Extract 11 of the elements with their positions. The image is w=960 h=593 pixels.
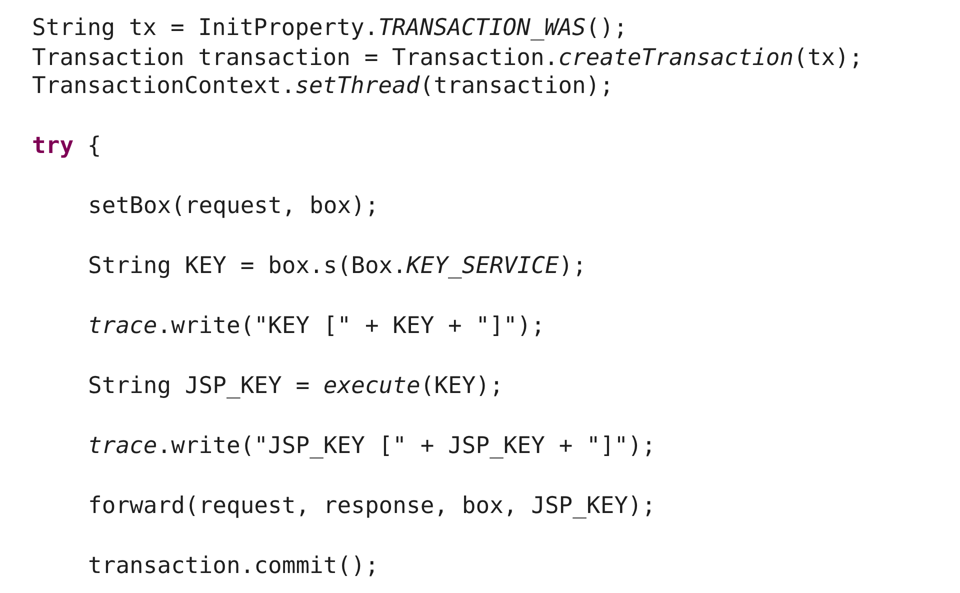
code-line: String tx = InitProperty.TRANSACTION_WAS(); [32, 14, 628, 42]
code-line: String JSP_KEY = execute(KEY); [88, 372, 504, 400]
code-line: trace.write("KEY [" + KEY + "]"); [88, 312, 545, 340]
code-line: TransactionContext.setThread(transaction); [32, 72, 614, 100]
code-line: String KEY = box.s(Box.KEY_SERVICE); [88, 252, 587, 280]
code-line: try { [32, 132, 102, 160]
code-line: transaction.commit(); [88, 552, 379, 580]
code-line: forward(request, response, box, JSP_KEY); [88, 492, 656, 520]
code-line: setBox(request, box); [88, 192, 379, 220]
code-line: Transaction transaction = Transaction.createTransaction(tx); [32, 44, 863, 72]
code-line: trace.write("JSP_KEY [" + JSP_KEY + "]"); [88, 432, 656, 460]
